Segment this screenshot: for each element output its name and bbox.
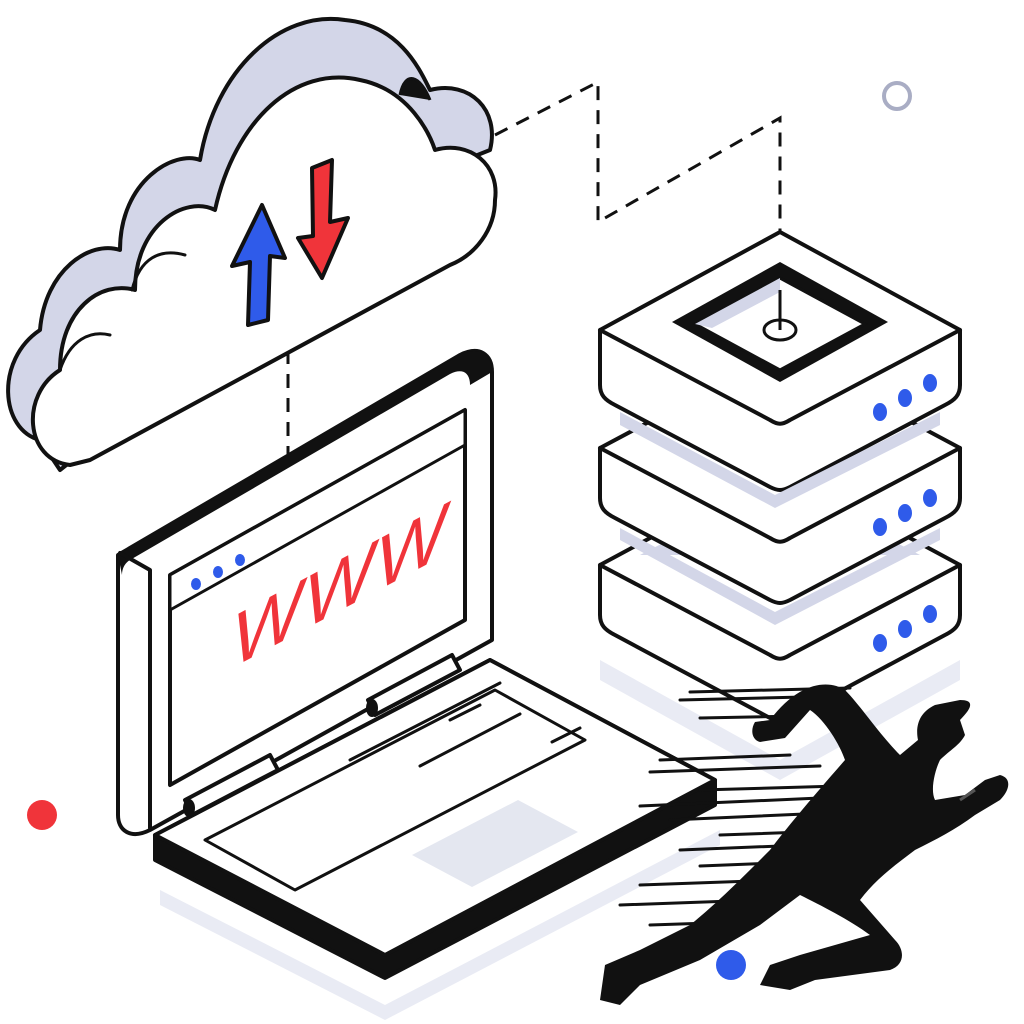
decorative-ring <box>882 81 912 111</box>
server-unit-top <box>598 230 962 508</box>
server-led-group-top <box>873 374 937 421</box>
arrow-up-icon <box>230 203 287 327</box>
laptop-hinge-left <box>183 753 280 817</box>
decorative-dot-blue <box>716 950 746 980</box>
power-icon <box>762 290 798 342</box>
server-stack-icon <box>598 230 962 780</box>
server-led-group-middle <box>873 489 937 536</box>
laptop-base <box>153 658 717 980</box>
arrow-down-icon <box>296 158 350 280</box>
decorative-dot-red <box>27 800 57 830</box>
laptop-hinge-right <box>366 653 462 717</box>
server-led-group-bottom <box>873 605 937 652</box>
runner-silhouette-icon <box>600 684 1009 1005</box>
dashed-connector-cloud-server <box>494 79 782 318</box>
laptop-trackpad <box>412 800 578 887</box>
browser-window-dots <box>191 554 245 590</box>
laptop-icon: WWW <box>116 349 720 1020</box>
laptop-lid: WWW <box>116 349 494 836</box>
